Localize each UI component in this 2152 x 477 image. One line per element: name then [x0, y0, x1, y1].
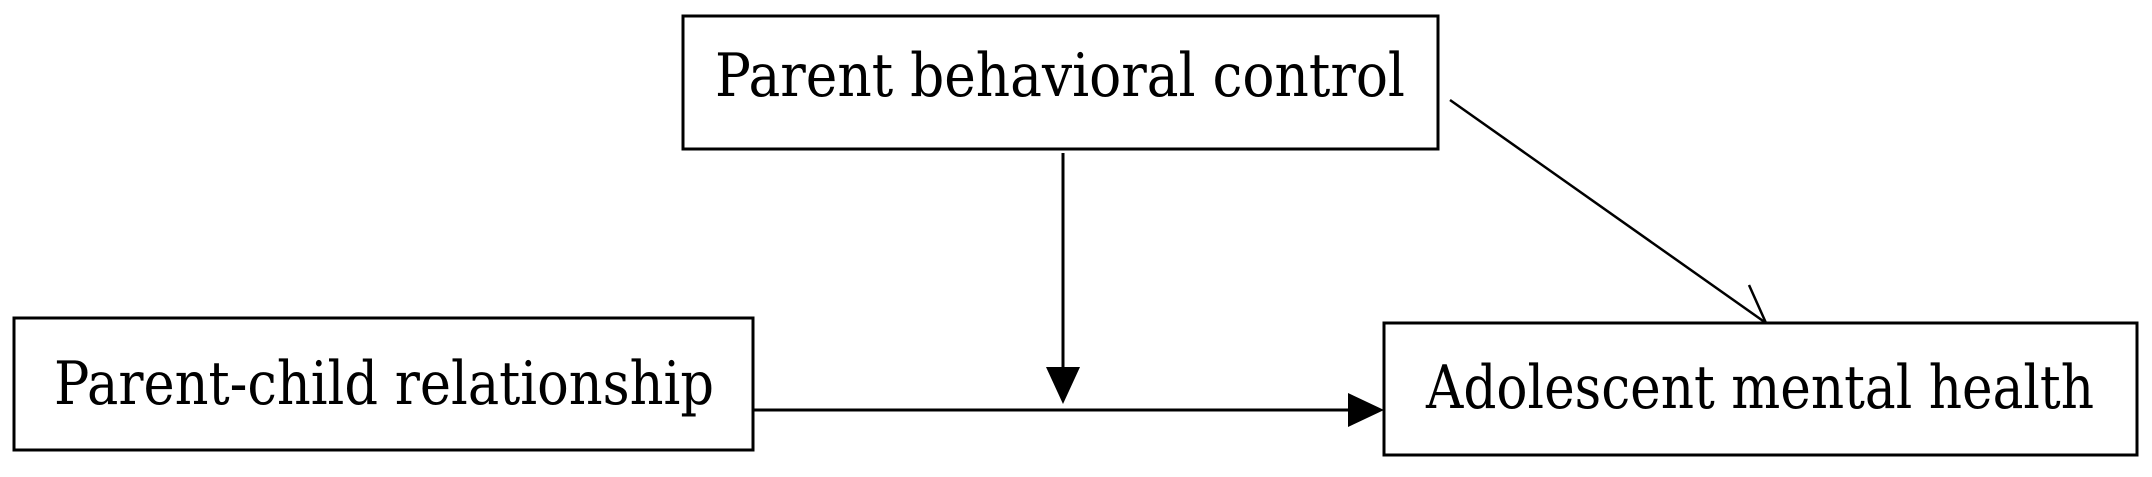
predictor-box [12, 316, 755, 452]
edge-moderator-to-outcome-line [1449, 98, 1767, 325]
edge-predictor-to-outcome [753, 393, 1384, 427]
edge-moderator-to-path [1046, 153, 1080, 404]
edge-moderator-to-outcome-arrowhead [1727, 284, 1768, 325]
predictor-label: Parent-child relationship [54, 349, 714, 419]
node-predictor: Parent-child relationship [12, 316, 755, 452]
edge-moderator-to-path-arrowhead [1046, 367, 1080, 404]
node-outcome: Adolescent mental health [1382, 321, 2139, 457]
outcome-label: Adolescent mental health [1425, 353, 2094, 423]
node-moderator: Parent behavioral control [681, 14, 1440, 151]
moderator-box [681, 14, 1440, 151]
edge-moderator-to-outcome [1449, 98, 1768, 325]
moderator-label: Parent behavioral control [715, 41, 1405, 111]
edge-predictor-to-outcome-arrowhead [1348, 393, 1384, 427]
